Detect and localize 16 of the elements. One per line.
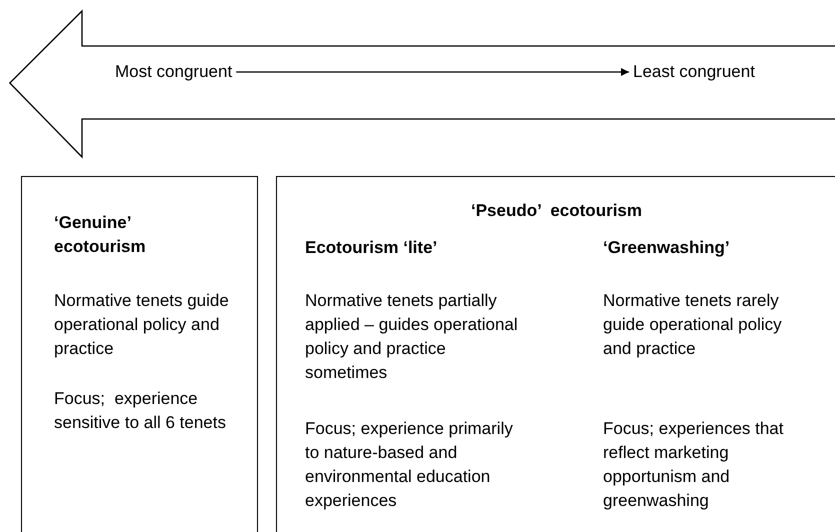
group-heading: ‘Pseudo’ ecotourism xyxy=(470,200,643,222)
arrow xyxy=(236,68,629,76)
description-text: Normative tenets rarely guide operational policy and practice xyxy=(603,290,783,360)
description-text: Focus; experiences that reflect marketing opportunism and greenwashing xyxy=(603,418,784,512)
category-box xyxy=(276,176,835,532)
description-text: Normative tenets partially applied – guides operational policy and practice sometimes xyxy=(305,290,519,384)
large-arrow-shape xyxy=(9,11,835,157)
category-heading: ‘Greenwashing’ xyxy=(603,237,731,259)
scale-label: Most congruent xyxy=(115,60,232,84)
description-text: Focus; experience sensitive to all 6 tenets xyxy=(54,388,227,434)
description-text: Normative tenets guide operational policy and practice xyxy=(54,290,230,360)
scale-label: Least congruent xyxy=(633,60,755,84)
category-heading: ‘Genuine’ ecotourism xyxy=(54,212,147,258)
category-heading: Ecotourism ‘lite’ xyxy=(305,237,438,259)
description-text: Focus; experience primarily to nature-based and environmental education experiences xyxy=(305,418,514,512)
category-box xyxy=(21,176,258,532)
